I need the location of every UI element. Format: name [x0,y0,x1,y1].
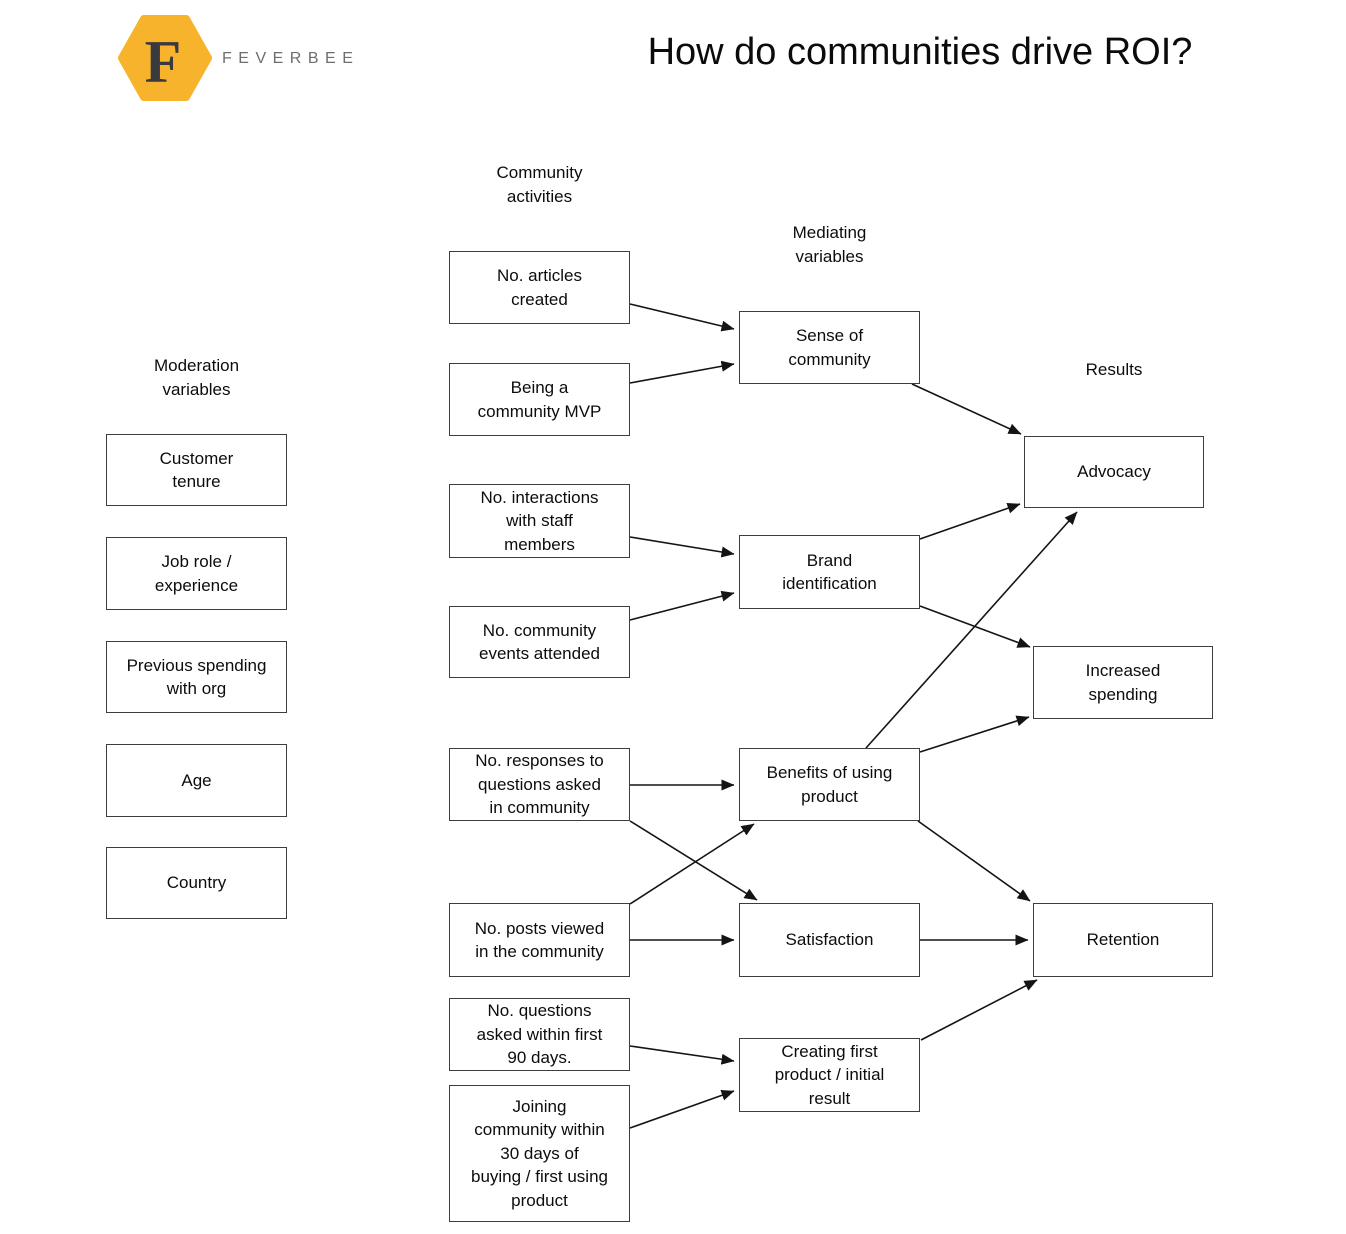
arrow-responses-to-satisfaction [629,820,758,901]
node-label: Age [181,770,212,790]
node-customer-tenure: Customer tenure [106,434,287,506]
node-label: Joining community within 30 days of buyi… [470,1096,608,1210]
node-label: Retention [1086,930,1160,950]
header-community-activities: Community activities [496,163,583,207]
node-label: Country [166,873,227,893]
node-advocacy: Advocacy [1024,436,1204,508]
node-job-role: Job role / experience [106,537,287,610]
node-satisfaction: Satisfaction [739,903,920,977]
node-creating-first-product: Creating first product / initial result [739,1038,920,1112]
node-previous-spending: Previous spending with org [106,641,287,713]
node-label: Brand identification [782,550,877,593]
node-label: No. posts viewed in the community [474,918,605,961]
node-label: Customer tenure [159,448,234,491]
node-label: Advocacy [1077,462,1151,482]
node-label: No. questions asked within first 90 days… [476,1001,603,1068]
arrow-benefits-to-retention [917,820,1031,902]
arrow-articles-to-sense [629,303,735,332]
header-mediating-variables: Mediating variables [792,223,867,267]
node-brand-identification: Brand identification [739,535,920,609]
arrow-posts-to-benefits [629,823,755,905]
node-label: Benefits of using product [766,763,893,806]
node-country: Country [106,847,287,919]
node-retention: Retention [1033,903,1213,977]
arrow-brand-to-advocacy [919,502,1021,540]
node-articles-created: No. articles created [449,251,630,324]
node-label: No. responses to questions asked in comm… [475,751,604,818]
node-sense-of-community: Sense of community [739,311,920,384]
arrow-benefits-to-increased-spending [919,715,1030,753]
node-questions-90-days: No. questions asked within first 90 days… [449,998,630,1071]
node-label: No. community events attended [479,620,600,663]
header-moderation-variables: Moderation variables [153,356,240,400]
feverbee-logo: F FEVERBEE [118,12,448,107]
arrow-questions-90-to-creating [629,1045,735,1065]
node-staff-interactions: No. interactions with staff members [449,484,630,558]
arrow-creating-to-retention [920,979,1038,1041]
node-label: Increased spending [1085,661,1161,704]
arrow-benefits-to-advocacy [865,511,1078,749]
node-label: Creating first product / initial result [774,1041,885,1108]
arrow-sense-to-advocacy [911,383,1022,435]
node-label: No. articles created [496,266,583,309]
node-increased-spending: Increased spending [1033,646,1213,719]
node-posts-viewed: No. posts viewed in the community [449,903,630,977]
node-benefits-of-product: Benefits of using product [739,748,920,821]
node-label: Job role / experience [154,552,239,595]
node-label: Satisfaction [785,930,874,950]
node-community-mvp: Being a community MVP [449,363,630,436]
arrow-interactions-to-brand [629,536,735,558]
logo-letter: F [145,29,182,95]
node-responses-to-questions: No. responses to questions asked in comm… [449,748,630,821]
node-label: No. interactions with staff members [480,487,599,554]
node-joining-community: Joining community within 30 days of buyi… [449,1085,630,1222]
node-label: Sense of community [788,326,871,369]
node-events-attended: No. community events attended [449,606,630,678]
brand-name: FEVERBEE [222,50,360,67]
node-label: Being a community MVP [477,378,602,421]
page-title: How do communities drive ROI? [647,31,1193,73]
arrow-joining-to-creating [629,1090,735,1129]
arrow-mvp-to-sense [629,360,735,384]
arrow-events-to-brand [629,590,735,621]
node-label: Previous spending with org [126,655,267,698]
header-results: Results [1085,360,1143,379]
node-age: Age [106,744,287,817]
hexagon-logo-icon: F [118,15,212,101]
